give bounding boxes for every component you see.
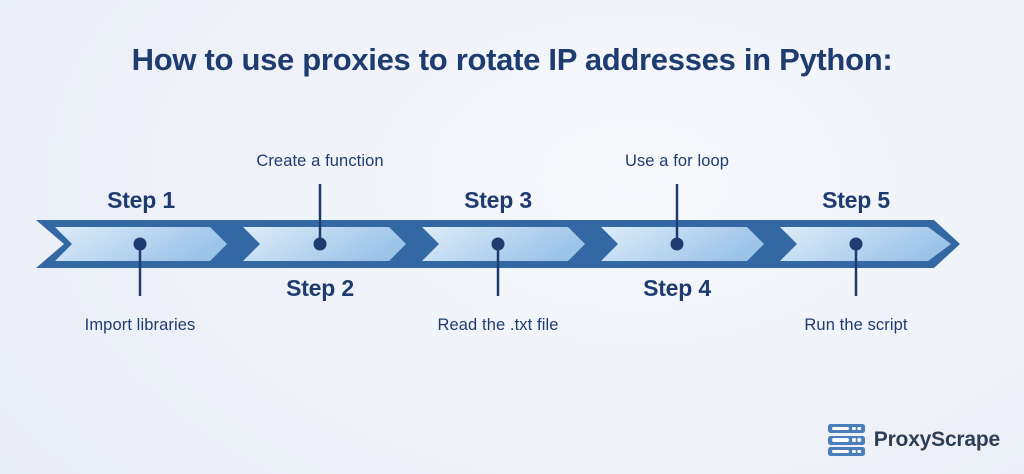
step-5-label: Step 5 bbox=[822, 187, 890, 213]
step-marker-dot-4 bbox=[670, 237, 684, 251]
step-marker-dot-5 bbox=[849, 237, 863, 251]
step-3-description: Read the .txt file bbox=[437, 316, 559, 334]
step-marker-dot-1 bbox=[133, 237, 147, 251]
step-5-description: Run the script bbox=[804, 316, 908, 334]
proxyscrape-logo: ProxyScrape bbox=[827, 424, 1000, 456]
timeline-segment-5 bbox=[780, 227, 951, 261]
server-bar bbox=[827, 447, 865, 456]
step-4-description: Use a for loop bbox=[624, 152, 730, 170]
step-1-description: Import libraries bbox=[84, 316, 196, 334]
server-stack-icon bbox=[827, 424, 865, 456]
logo-text: ProxyScrape bbox=[873, 428, 1000, 451]
step-3-label: Step 3 bbox=[464, 187, 532, 213]
page-title: How to use proxies to rotate IP addresse… bbox=[131, 42, 893, 77]
step-2-description: Create a function bbox=[256, 152, 384, 170]
server-bar bbox=[827, 424, 865, 433]
step-marker-dot-2 bbox=[313, 237, 327, 251]
server-bar bbox=[827, 435, 865, 445]
step-marker-dot-3 bbox=[491, 237, 505, 251]
step-4-label: Step 4 bbox=[643, 275, 711, 301]
step-1-label: Step 1 bbox=[107, 187, 175, 213]
step-2-label: Step 2 bbox=[286, 275, 354, 301]
